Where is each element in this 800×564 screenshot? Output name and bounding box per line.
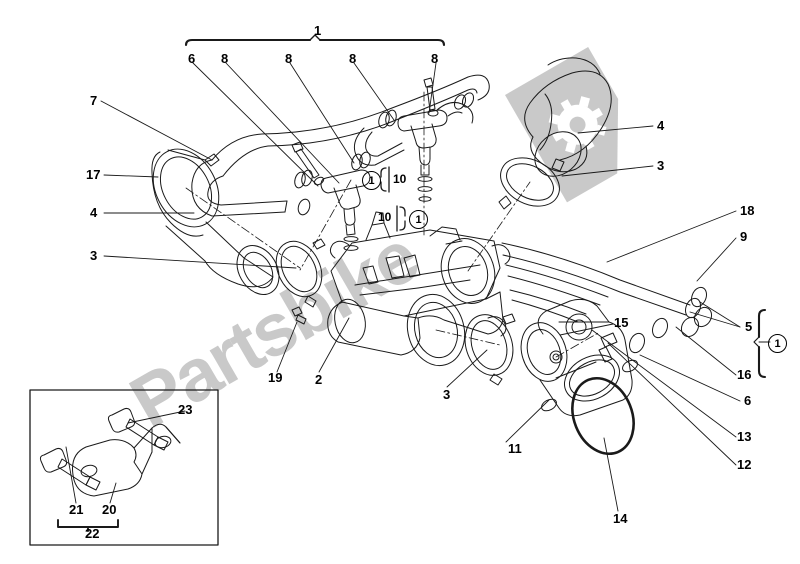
callout-4-right: 4 <box>657 118 665 133</box>
bolt-upper <box>291 141 325 186</box>
clamp-ring-left <box>275 238 326 308</box>
callout-13: 13 <box>737 429 752 444</box>
bolt-19 <box>291 306 307 325</box>
callout-8-c: 8 <box>349 51 357 66</box>
callout-4-left: 4 <box>90 205 98 220</box>
callout-18: 18 <box>740 203 755 218</box>
mid-bracket-lower-label: 10 <box>378 210 392 224</box>
callout-8-b: 8 <box>285 51 293 66</box>
mid-bracket-upper-label: 10 <box>393 172 407 186</box>
callout-2: 2 <box>315 372 323 387</box>
callout-3-right: 3 <box>657 158 665 173</box>
callout-15: 15 <box>614 315 629 330</box>
callout-7: 7 <box>90 93 98 108</box>
callout-1-top-group: 1 <box>314 23 322 38</box>
callout-3-center: 3 <box>443 387 451 402</box>
callout-8-d: 8 <box>431 51 439 66</box>
callout-22: 22 <box>85 526 100 541</box>
bolt-23 <box>107 407 169 451</box>
mid-bracket-lower <box>396 205 406 232</box>
bolt-21 <box>39 447 101 491</box>
throttle-body <box>327 211 511 367</box>
callout-12: 12 <box>737 457 752 472</box>
circled-group-1-lower: 1 <box>409 210 428 229</box>
leader-lines-left <box>100 100 297 269</box>
callout-3-left: 3 <box>90 248 98 263</box>
callout-16: 16 <box>737 367 752 382</box>
callout-9: 9 <box>740 229 748 244</box>
leader-lines-top <box>192 62 437 187</box>
injector-upper <box>397 109 448 202</box>
callout-19: 19 <box>268 370 283 385</box>
clamp-ring-right <box>498 157 565 210</box>
left-intake-horn <box>151 148 280 295</box>
callout-17: 17 <box>86 167 101 182</box>
inset-box-border <box>29 389 219 546</box>
inset-bracket-22 <box>57 519 119 532</box>
callout-20: 20 <box>102 502 117 517</box>
callout-6-right: 6 <box>744 393 752 408</box>
screw-12 <box>598 332 618 363</box>
callout-5: 5 <box>745 319 753 334</box>
circled-group-1-upper: 1 <box>362 171 381 190</box>
callout-21: 21 <box>69 502 84 517</box>
right-hose-rings <box>629 286 713 354</box>
bracket-part-20 <box>72 423 181 497</box>
assembly-axis-lines <box>185 91 601 358</box>
right-hose-bundle <box>501 242 691 323</box>
circled-group-1-right: 1 <box>768 334 787 353</box>
right-bracket-tick <box>753 336 760 348</box>
callout-11: 11 <box>508 441 522 456</box>
bolt-upper-right <box>423 77 439 117</box>
callout-23: 23 <box>178 402 193 417</box>
clamp-ring-center <box>464 313 516 386</box>
top-group-bracket <box>184 34 446 47</box>
center-hose-loop <box>353 127 405 166</box>
right-group-bracket <box>757 308 767 379</box>
callout-14: 14 <box>613 511 628 526</box>
mid-bracket-upper <box>380 166 390 193</box>
callout-6: 6 <box>188 51 196 66</box>
intake-manifold-flange <box>520 298 638 417</box>
o-ring-14 <box>571 376 635 456</box>
callout-8-a: 8 <box>221 51 229 66</box>
leader-lines-right <box>559 125 741 466</box>
secondary-hose <box>436 102 474 124</box>
breather-hose-main <box>191 74 490 217</box>
right-intake-horn <box>524 57 612 177</box>
